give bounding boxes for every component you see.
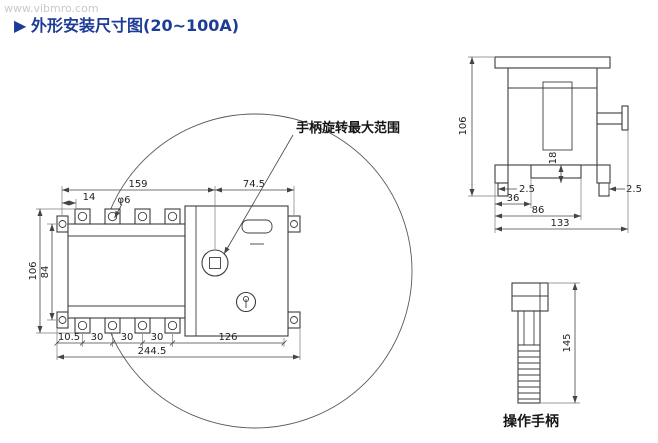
side-body (507, 67, 598, 166)
side-top-flange (494, 56, 611, 69)
page-title-text: 外形安装尺寸图(20~100A) (30, 16, 239, 35)
dim-18: 18 (548, 152, 559, 165)
dim-145: 145 (562, 333, 573, 352)
handle-range-label: 手柄旋转最大范围 (296, 120, 400, 136)
terminals-bottom (74, 317, 181, 334)
side-foot-right (598, 182, 610, 197)
handle-shaft (201, 249, 229, 277)
watermark: www.vibmro.com (4, 2, 99, 15)
rail-clip (530, 164, 582, 179)
switch-body (67, 223, 186, 319)
dim-84: 84 (40, 266, 51, 279)
dim-2-5-right: 2.5 (626, 184, 642, 195)
terminals-top (74, 208, 181, 225)
dim-74-5: 74.5 (243, 179, 265, 190)
handle-head (511, 282, 549, 312)
dim-30-3: 30 (151, 332, 164, 343)
grip-ridges (518, 344, 540, 400)
dim-86: 86 (532, 205, 545, 216)
side-shaft-plate (621, 105, 629, 131)
dim-2-5-left: 2.5 (519, 184, 535, 195)
dim-106-side: 106 (458, 116, 469, 135)
dim-30-1: 30 (91, 332, 104, 343)
dim-phi6: φ6 (118, 195, 131, 206)
dim-top: 159 74.5 14 φ6 (61, 179, 295, 249)
display-window (241, 219, 273, 234)
dim-106-front: 106 (28, 261, 39, 280)
dim-bottom-chain: 10.5 30 30 30 126 244.5 (54, 329, 301, 360)
page-title: ▶ 外形安装尺寸图(20~100A) (14, 16, 239, 35)
side-view: 106 18 2.5 2.5 36 86 133 (458, 56, 642, 233)
side-shaft (596, 112, 623, 125)
side-dims: 106 18 2.5 2.5 36 86 133 (458, 56, 642, 233)
dim-10-5: 10.5 (58, 332, 80, 343)
dim-244-5: 244.5 (138, 346, 167, 357)
dim-126: 126 (218, 332, 237, 343)
dim-left: 106 84 (28, 208, 74, 334)
handle-range-callout: 手柄旋转最大范围 (223, 120, 400, 255)
dim-36: 36 (507, 193, 520, 204)
handle-dims: 145 (541, 282, 580, 404)
front-view: 159 74.5 14 φ6 106 84 (28, 120, 400, 360)
dim-14: 14 (83, 192, 96, 203)
dim-133: 133 (550, 218, 569, 229)
handle-view: 145 操作手柄 (503, 282, 580, 430)
controller-box (184, 205, 289, 337)
handle-label: 操作手柄 (503, 413, 559, 430)
dim-159: 159 (128, 179, 147, 190)
dim-30-2: 30 (121, 332, 134, 343)
title-marker-icon: ▶ (14, 16, 27, 35)
